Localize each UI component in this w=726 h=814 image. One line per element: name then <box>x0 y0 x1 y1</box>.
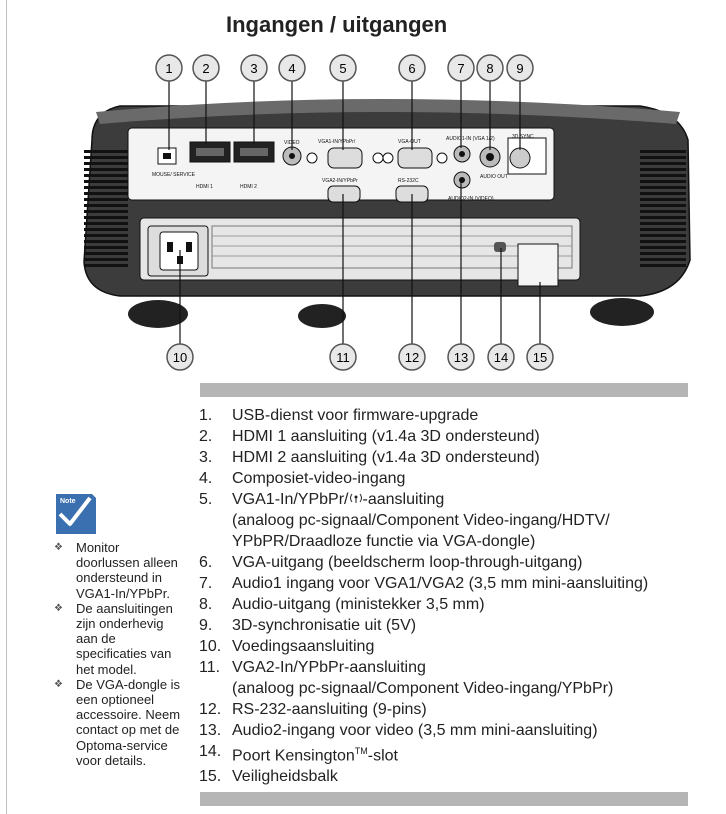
foot-center <box>298 304 346 328</box>
svg-text:15: 15 <box>533 350 547 365</box>
lower-panel <box>139 217 581 281</box>
page-title: Ingangen / uitgangen <box>226 12 448 37</box>
note-icon: Note <box>56 494 96 534</box>
note-box: Note ❖Monitor doorlussen alleen onderste… <box>52 490 182 768</box>
vga-out-port <box>397 147 433 169</box>
callout-7: 7 <box>447 54 475 82</box>
projector-body <box>83 99 691 328</box>
label-audio-out: AUDIO OUT <box>480 174 508 180</box>
callout-9: 9 <box>506 54 534 82</box>
label-hdmi1: HDMI 1 <box>196 184 213 190</box>
callouts: 1 2 3 4 5 6 7 8 9 10 11 12 13 14 15 <box>155 54 554 371</box>
list-item: 6.VGA-uitgang (beeldscherm loop-through-… <box>199 554 583 571</box>
connector-list: 1.USB-dienst voor firmware-upgrade 2.HDM… <box>199 405 709 787</box>
svg-text:12: 12 <box>405 350 419 365</box>
note-item: ❖De aansluitingen zijn onderhevig aan de… <box>54 600 173 677</box>
callout-14: 14 <box>487 343 515 371</box>
callout-3: 3 <box>240 54 268 82</box>
svg-text:7: 7 <box>457 61 464 76</box>
list-item: 14.Poort KensingtonTM-slot <box>199 743 398 765</box>
list-item: 9.3D-synchronisatie uit (5V) <box>199 617 417 634</box>
security-bar <box>517 243 559 287</box>
svg-text:13: 13 <box>454 350 468 365</box>
svg-text:14: 14 <box>494 350 508 365</box>
callout-6: 6 <box>398 54 426 82</box>
callout-4: 4 <box>278 54 306 82</box>
note-list: ❖Monitor doorlussen alleen ondersteund i… <box>52 540 182 768</box>
label-mouse-service: MOUSE/ SERVICE <box>152 172 196 178</box>
svg-text:11: 11 <box>336 350 350 365</box>
label-audio1-in: AUDIO1-IN (VGA 1/2) <box>446 136 495 142</box>
list-item: 15.Veiligheidsbalk <box>199 768 338 786</box>
label-audio2-in: AUDIO2-IN (VIDEO) <box>448 196 494 202</box>
svg-text:8: 8 <box>486 61 493 76</box>
list-item: 12.RS-232-aansluiting (9-pins) <box>199 701 427 718</box>
svg-text:5: 5 <box>339 61 346 76</box>
vga2-port <box>327 185 361 203</box>
label-3d-sync: 3D SYNC <box>512 134 534 140</box>
foot-right <box>590 298 654 326</box>
svg-text:2: 2 <box>202 61 209 76</box>
lower-vent-lines <box>211 225 573 269</box>
list-item: 1.USB-dienst voor firmware-upgrade <box>199 407 479 424</box>
list-item: 8.Audio-uitgang (ministekker 3,5 mm) <box>199 596 485 613</box>
section-bar-bottom <box>200 792 688 806</box>
svg-text:1: 1 <box>165 61 172 76</box>
page-margin-rule <box>6 0 7 814</box>
callout-11: 11 <box>329 343 357 371</box>
list-item: 11.VGA2-In/YPbPr-aansluiting (analoog pc… <box>199 659 614 697</box>
callout-12: 12 <box>398 343 426 371</box>
note-item: ❖De VGA-dongle is een optioneel accessoi… <box>54 676 181 768</box>
right-vent <box>640 150 686 270</box>
callout-5: 5 <box>329 54 357 82</box>
svg-text:Note: Note <box>60 498 76 505</box>
svg-text:3: 3 <box>250 61 257 76</box>
callout-1: 1 <box>155 54 183 82</box>
callout-2: 2 <box>192 54 220 82</box>
list-item: 2.HDMI 1 aansluiting (v1.4a 3D ondersteu… <box>199 428 540 445</box>
svg-text:4: 4 <box>288 61 295 76</box>
list-item: 13.Audio2-ingang voor video (3,5 mm mini… <box>199 722 598 739</box>
label-rs232c: RS-232C <box>398 178 419 184</box>
io-ports <box>157 137 547 203</box>
callout-15: 15 <box>526 343 554 371</box>
label-vga-out: VGA-OUT <box>398 139 421 145</box>
note-item: ❖Monitor doorlussen alleen ondersteund i… <box>54 540 178 601</box>
label-hdmi2: HDMI 2 <box>240 184 257 190</box>
svg-text:9: 9 <box>516 61 523 76</box>
wireless-icon <box>349 493 362 503</box>
vga1-port <box>327 147 363 169</box>
svg-text:10: 10 <box>173 350 187 365</box>
list-item: 10.Voedingsaansluiting <box>199 638 375 655</box>
foot-left <box>128 300 188 328</box>
label-vga1-in: VGA1-IN/YPbPr/ <box>318 139 356 145</box>
leader-lines <box>168 81 541 344</box>
callout-10: 10 <box>166 343 194 371</box>
svg-text:6: 6 <box>408 61 415 76</box>
kensington-slot <box>494 242 506 252</box>
callout-8: 8 <box>476 54 504 82</box>
section-bar-top <box>200 383 688 397</box>
list-item: 4.Composiet-video-ingang <box>199 470 406 487</box>
callout-13: 13 <box>447 343 475 371</box>
projector-rear-diagram: MOUSE/ SERVICE HDMI 1 HDMI 2 VIDEO VGA1-… <box>83 54 691 371</box>
sync-3d-port <box>509 147 531 169</box>
list-item: 7.Audio1 ingang voor VGA1/VGA2 (3,5 mm m… <box>199 575 649 592</box>
label-vga2-in: VGA2-IN/YPbPr <box>322 178 358 184</box>
left-vent <box>84 150 128 270</box>
list-item: 3.HDMI 2 aansluiting (v1.4a 3D ondersteu… <box>199 449 540 466</box>
list-item: 5.VGA1-In/YPbPr/-aansluiting (analoog pc… <box>199 491 610 550</box>
